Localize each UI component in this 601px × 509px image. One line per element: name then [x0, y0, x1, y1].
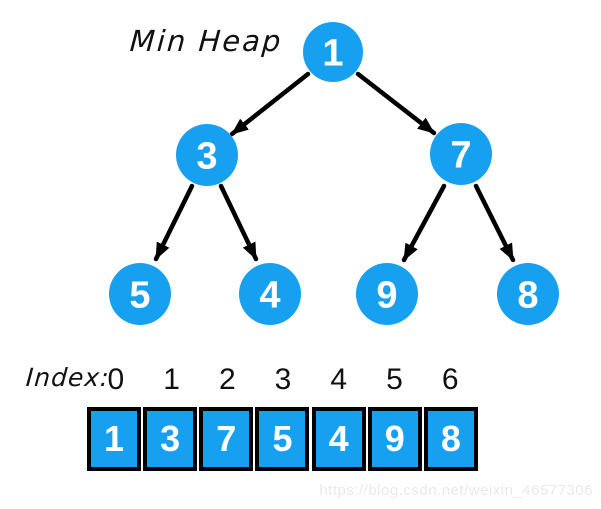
node-value: 3 — [196, 136, 217, 178]
tree-node-left: 3 — [176, 124, 238, 186]
node-value: 7 — [450, 135, 471, 177]
tree-edge-7-9 — [401, 183, 447, 263]
tree-edge-3-4 — [218, 183, 259, 262]
index-number: 0 — [107, 363, 125, 396]
tree-node-right-left: 9 — [356, 263, 418, 325]
node-circle — [497, 263, 559, 325]
array-cell: 9 — [367, 407, 422, 471]
tree-edge-1-7 — [355, 71, 437, 136]
index-number: 6 — [441, 363, 459, 396]
tree-node-right-right: 8 — [497, 263, 559, 325]
heap-array: 1 3 7 5 4 9 8 — [87, 407, 478, 471]
tree-node-right: 7 — [430, 123, 492, 185]
tree-edge-7-8 — [473, 183, 516, 263]
tree-edge-1-3 — [229, 71, 311, 137]
array-cell: 7 — [199, 407, 254, 471]
array-cell: 3 — [143, 407, 198, 471]
watermark-url: https://blog.csdn.net/weixin_46577306 — [319, 482, 593, 499]
tree-node-left-right: 4 — [239, 263, 301, 325]
node-circle — [356, 263, 418, 325]
index-number: 3 — [274, 363, 292, 396]
node-circle — [430, 123, 492, 185]
node-value: 5 — [129, 275, 150, 317]
tree-node-left-left: 5 — [109, 263, 171, 325]
node-value: 9 — [376, 275, 397, 317]
node-circle — [239, 263, 301, 325]
index-row: 0 1 2 3 4 5 6 — [88, 362, 478, 398]
node-value: 1 — [322, 33, 343, 75]
tree-node-root: 1 — [303, 22, 363, 82]
array-cell: 8 — [423, 407, 478, 471]
node-circle — [176, 124, 238, 186]
array-cell: 1 — [87, 407, 141, 471]
array-cell: 4 — [311, 407, 366, 471]
node-value: 8 — [517, 275, 538, 317]
index-number: 1 — [163, 363, 180, 396]
index-number: 4 — [330, 363, 348, 396]
array-cell: 5 — [255, 407, 310, 471]
index-number: 5 — [386, 363, 403, 396]
node-value: 4 — [259, 275, 280, 317]
tree-edge-3-5 — [153, 183, 195, 262]
index-number: 2 — [218, 363, 236, 396]
node-circle — [303, 22, 363, 82]
heap-tree: 1 3 7 5 4 9 8 — [109, 22, 559, 325]
node-circle — [109, 263, 171, 325]
